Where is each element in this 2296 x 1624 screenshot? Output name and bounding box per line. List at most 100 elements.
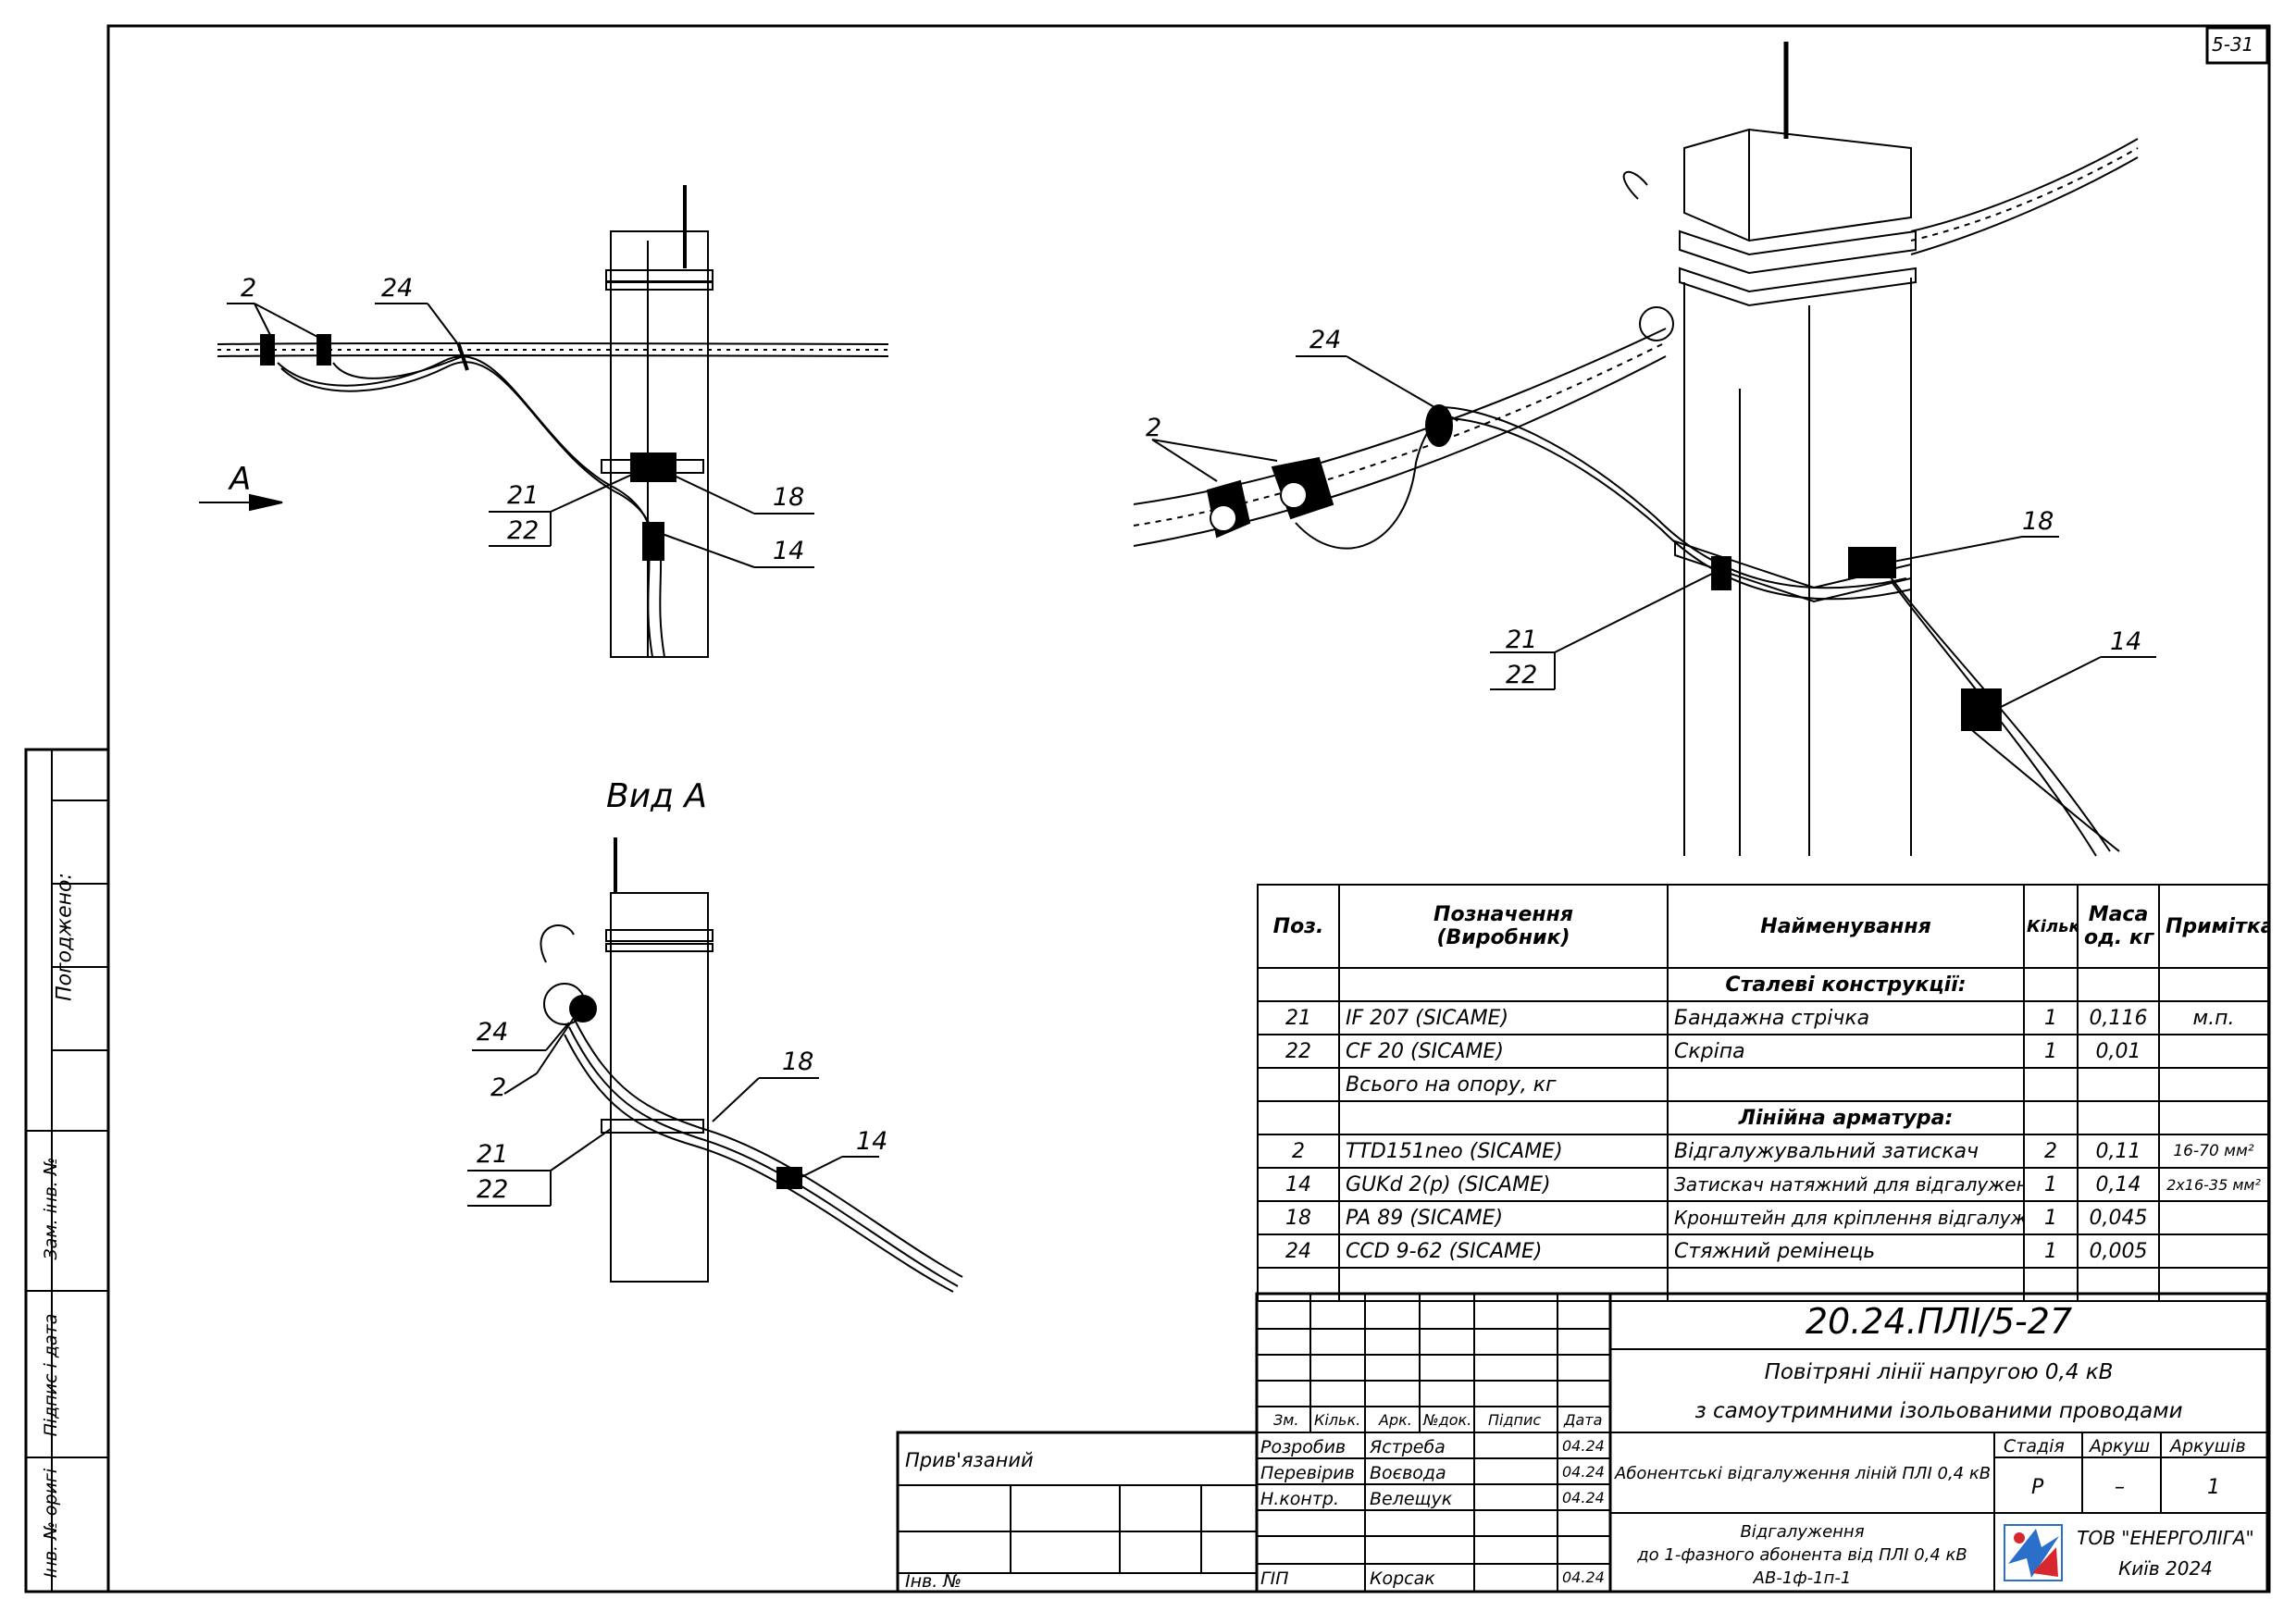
table-row: 22 CF 20 (SICAME) Скріпа 1 0,01 bbox=[1257, 1034, 2269, 1069]
left-stamp-strip bbox=[24, 748, 110, 1593]
hdr-name: Найменування bbox=[1667, 884, 2025, 969]
callout-24-large: 24 bbox=[1309, 326, 1342, 354]
stamp-sign-date: Підпис і дата bbox=[41, 1313, 61, 1437]
section-line: Лінійна арматура: bbox=[1667, 1100, 2025, 1135]
view-a bbox=[540, 837, 963, 1293]
callout-18: 18 bbox=[773, 483, 805, 512]
col-hdr-qty: Кільк. bbox=[1314, 1411, 1361, 1429]
total-row: Всього на опору, кг bbox=[1257, 1067, 2269, 1102]
cell-pos: 24 bbox=[1257, 1233, 1340, 1269]
name-developer: Ястреба bbox=[1370, 1437, 1446, 1457]
section-line-row: Лінійна арматура: bbox=[1257, 1100, 2269, 1135]
stamp-inv-repl: Зам. інв. № bbox=[41, 1157, 61, 1260]
callout-22-large: 22 bbox=[1506, 661, 1538, 689]
cell-designation: IF 207 (SICAME) bbox=[1338, 1000, 1669, 1035]
callout-2-large: 2 bbox=[1146, 414, 1162, 442]
cell-designation: GUKd 2(p) (SICAME) bbox=[1338, 1167, 1669, 1202]
table-row: 18 PA 89 (SICAME) Кронштейн для кріпленн… bbox=[1257, 1200, 2269, 1235]
role-developer: Розробив bbox=[1260, 1437, 1347, 1457]
callout-14-viewa: 14 bbox=[856, 1127, 888, 1156]
cell-mass: 0,14 bbox=[2077, 1167, 2160, 1202]
cell-name: Відгалужувальний затискач bbox=[1667, 1134, 2025, 1169]
callout-22: 22 bbox=[507, 516, 540, 545]
main-view-small bbox=[217, 185, 889, 658]
cell-name: Бандажна стрічка bbox=[1667, 1000, 2025, 1035]
sheet-value: – bbox=[2115, 1476, 2125, 1499]
company-name: ТОВ "ЕНЕРГОЛІГА" bbox=[2077, 1527, 2254, 1549]
cell-name: Кронштейн для кріплення відгалужень bbox=[1667, 1200, 2025, 1235]
date-developer: 04.24 bbox=[1562, 1437, 1605, 1455]
date-gip: 04.24 bbox=[1562, 1568, 1605, 1586]
cell-name: Скріпа bbox=[1667, 1034, 2025, 1069]
hdr-pos: Поз. bbox=[1257, 884, 1340, 969]
callout-24-viewa: 24 bbox=[477, 1018, 509, 1047]
empty-row bbox=[1257, 1267, 2269, 1302]
cell-note: 16-70 мм² bbox=[2158, 1134, 2269, 1169]
section-steel-row: Сталеві конструкції: bbox=[1257, 967, 2269, 1002]
cell-name: Стяжний ремінець bbox=[1667, 1233, 2025, 1269]
hdr-designation: Позначення (Виробник) bbox=[1338, 884, 1669, 969]
table-row: 2 TTD151neo (SICAME) Відгалужувальний за… bbox=[1257, 1134, 2269, 1169]
title-subtitle: Абонентські відгалуження ліній ПЛІ 0,4 к… bbox=[1615, 1464, 1992, 1483]
cell-qty: 1 bbox=[2023, 1034, 2079, 1069]
col-hdr-zm: Зм. bbox=[1273, 1411, 1299, 1429]
cell-qty: 1 bbox=[2023, 1233, 2079, 1269]
hdr-mass-2: од. кг bbox=[2084, 926, 2154, 949]
cell-note bbox=[2158, 1034, 2269, 1069]
inv-no-label: Інв. № bbox=[905, 1571, 962, 1592]
cell-qty: 1 bbox=[2023, 1200, 2079, 1235]
cell-pos: 21 bbox=[1257, 1000, 1340, 1035]
name-checker: Воєвода bbox=[1370, 1463, 1446, 1483]
callout-22-viewa: 22 bbox=[477, 1175, 509, 1204]
company-logo bbox=[2004, 1524, 2063, 1581]
callout-18-viewa: 18 bbox=[782, 1048, 814, 1076]
section-steel: Сталеві конструкції: bbox=[1667, 967, 2025, 1002]
cell-designation: PA 89 (SICAME) bbox=[1338, 1200, 1669, 1235]
col-hdr-sign: Підпис bbox=[1488, 1411, 1542, 1429]
cell-designation: CF 20 (SICAME) bbox=[1338, 1034, 1669, 1069]
stage-label: Стадія bbox=[2004, 1436, 2065, 1457]
callout-21-large: 21 bbox=[1506, 626, 1538, 654]
cell-designation: TTD151neo (SICAME) bbox=[1338, 1134, 1669, 1169]
col-hdr-sheet: Арк. bbox=[1379, 1411, 1412, 1429]
hdr-designation-2: (Виробник) bbox=[1436, 926, 1570, 949]
role-checker: Перевірив bbox=[1260, 1463, 1355, 1483]
company-city-year: Київ 2024 bbox=[2118, 1557, 2213, 1580]
hdr-qty: Кільк. bbox=[2023, 884, 2079, 969]
cell-pos: 14 bbox=[1257, 1167, 1340, 1202]
cell-note bbox=[2158, 1200, 2269, 1235]
callout-leaders bbox=[227, 303, 814, 568]
sheet-frame bbox=[106, 24, 2271, 1593]
table-row: 14 GUKd 2(p) (SICAME) Затискач натяжний … bbox=[1257, 1167, 2269, 1202]
cell-total: Всього на опору, кг bbox=[1338, 1067, 1669, 1102]
drawing-name-2: до 1-фазного абонента від ПЛІ 0,4 кВ bbox=[1637, 1545, 1967, 1565]
sheets-value: 1 bbox=[2207, 1476, 2220, 1499]
role-norm: Н.контр. bbox=[1260, 1489, 1340, 1509]
cell-note: 2x16-35 мм² bbox=[2158, 1167, 2269, 1202]
name-norm: Велещук bbox=[1370, 1489, 1453, 1509]
specification-table: Поз. Позначення (Виробник) Найменування … bbox=[1257, 884, 2269, 1302]
cell-qty: 2 bbox=[2023, 1134, 2079, 1169]
cell-mass: 0,11 bbox=[2077, 1134, 2160, 1169]
linked-label: Прив'язаний bbox=[905, 1449, 1034, 1471]
cell-qty: 1 bbox=[2023, 1167, 2079, 1202]
cell-note: м.п. bbox=[2158, 1000, 2269, 1035]
callout-24: 24 bbox=[381, 274, 414, 303]
stamp-approved: Погоджено: bbox=[53, 873, 77, 1001]
callout-2-viewa: 2 bbox=[490, 1073, 507, 1102]
cell-mass: 0,01 bbox=[2077, 1034, 2160, 1069]
view-arrow bbox=[199, 493, 283, 512]
name-gip: Корсак bbox=[1370, 1568, 1435, 1589]
cell-name: Затискач натяжний для відгалужень bbox=[1667, 1167, 2025, 1202]
cell-qty: 1 bbox=[2023, 1000, 2079, 1035]
col-hdr-date: Дата bbox=[1564, 1411, 1603, 1429]
cell-note bbox=[2158, 1233, 2269, 1269]
drawing-name-3: АВ-1ф-1п-1 bbox=[1753, 1568, 1852, 1588]
sheets-label: Аркушів bbox=[2170, 1436, 2246, 1457]
cell-mass: 0,005 bbox=[2077, 1233, 2160, 1269]
callout-14: 14 bbox=[773, 537, 805, 565]
date-norm: 04.24 bbox=[1562, 1489, 1605, 1506]
cell-pos: 18 bbox=[1257, 1200, 1340, 1235]
